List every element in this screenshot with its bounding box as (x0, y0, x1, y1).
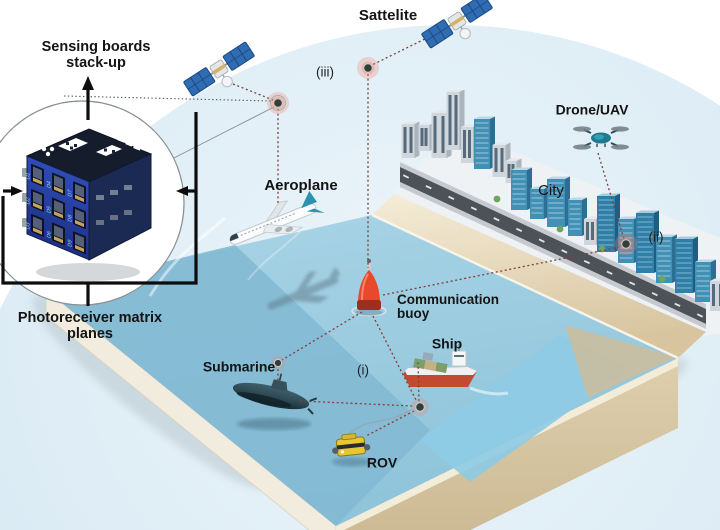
aeroplane-shadow (267, 266, 341, 310)
link-marker-iii: (iii) (316, 64, 334, 80)
city-building (675, 236, 698, 293)
photodiode-chip (52, 197, 65, 221)
underwater-sand-slope (565, 325, 676, 398)
communication-buoy-icon (357, 259, 381, 310)
photodiode-label: D6 (47, 230, 53, 239)
label-rov: ROV (366, 454, 398, 471)
label-ship: Ship (431, 335, 463, 352)
photodiode-label: D9 (68, 239, 74, 248)
submarine-icon (232, 373, 317, 415)
city-building (401, 121, 420, 158)
shallow-bright-region (420, 335, 630, 482)
rov-shadow (332, 457, 372, 467)
beach (372, 194, 706, 358)
photodiode-label: D3 (26, 222, 32, 231)
photodiode-label: D2 (26, 197, 32, 206)
seabed-face-left (45, 289, 337, 530)
sidewalk-lower (400, 182, 706, 329)
node-iii (267, 92, 289, 114)
ship-wake (469, 386, 509, 396)
road (400, 167, 706, 324)
label-submarine: Submarine (202, 358, 276, 375)
photodiode-label: D1 (26, 172, 32, 181)
node-submarine (271, 356, 285, 370)
link-submarine-to-node-i (299, 400, 414, 407)
sidewalk-upper (400, 162, 706, 309)
label-drone: Drone/UAV (555, 101, 629, 118)
link-drone-to-node-ii (597, 152, 625, 240)
city-trees (493, 195, 666, 283)
node-ii (615, 233, 637, 255)
node-i (411, 398, 429, 416)
link-node-i-to-ship (417, 361, 420, 402)
link-buoy-to-submarine-node (281, 311, 363, 361)
city-building (710, 278, 720, 311)
label-aeroplane: Aeroplane (264, 176, 338, 194)
city-building (636, 210, 659, 273)
aeroplane-icon (229, 191, 325, 245)
label-communication-buoy: Communication buoy (397, 291, 500, 321)
photodiode-chip (52, 172, 65, 196)
photodiode-chip (31, 188, 44, 212)
wave-streak (247, 231, 301, 281)
city-building (511, 167, 532, 210)
photodiode-chip (52, 222, 65, 246)
photodiode-label: D7 (68, 189, 74, 198)
photodiode-chip (73, 181, 86, 205)
link-marker-i: (i) (357, 362, 369, 378)
submarine-shadow (237, 418, 311, 430)
photodiode-label: D5 (47, 205, 53, 214)
photodiode-chip (31, 213, 44, 237)
tree-icon (556, 225, 564, 233)
link-inset-to-node-iii (63, 95, 273, 102)
label-city: City (538, 181, 564, 199)
photodiode-chip (31, 163, 44, 187)
photodiode-label: D4 (47, 180, 53, 189)
city-buildings (401, 89, 720, 311)
node-satellite (357, 57, 379, 79)
network-nodes (267, 57, 637, 416)
photodiode-label: D8 (68, 214, 74, 223)
inset-leader-line (169, 106, 275, 161)
photodiode-chip (73, 206, 86, 230)
city-building (474, 116, 495, 169)
link-satellite2-to-node (371, 32, 438, 66)
shoreline-foam (371, 213, 679, 360)
label-satellite: Sattelite (358, 6, 418, 24)
link-buoy-to-node-ii (382, 246, 621, 296)
tree-icon (658, 275, 666, 283)
tree-icon (493, 195, 501, 203)
rov-icon (332, 433, 371, 457)
rov-tether (345, 408, 413, 438)
label-photoreceiver-matrix: Photoreceiver matrix planes (17, 310, 163, 342)
drone-icon (573, 126, 629, 150)
inset-annotation-bracket (1, 76, 198, 306)
label-sensing-boards: Sensing boards stack-up (41, 39, 151, 71)
link-lines (63, 32, 625, 437)
link-marker-ii: (ii) (648, 229, 664, 245)
ship-icon (403, 344, 477, 387)
road-markings (402, 174, 704, 318)
photodiode-chip (73, 231, 86, 255)
